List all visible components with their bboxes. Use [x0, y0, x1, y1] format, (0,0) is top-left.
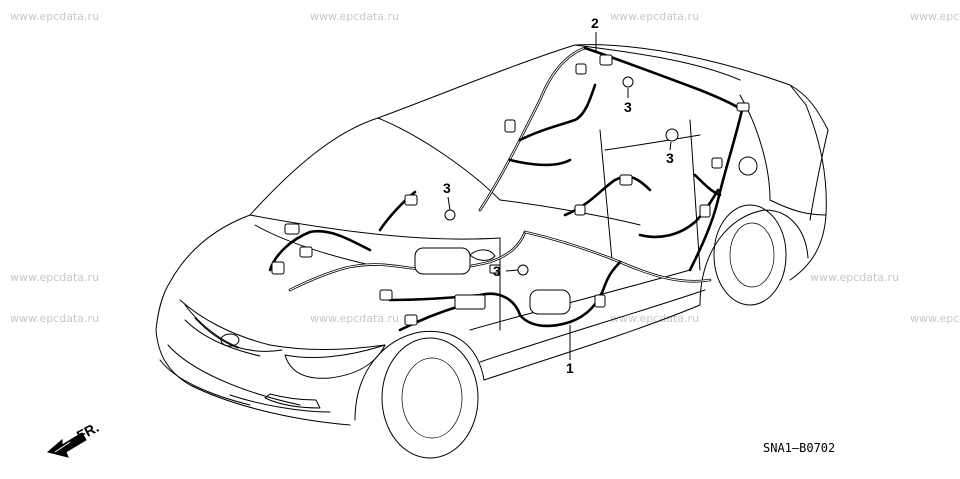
- connector: [284, 223, 300, 235]
- connector: [599, 54, 613, 66]
- connector: [711, 157, 723, 169]
- connector: [404, 314, 418, 326]
- watermark-partial: www.epc: [910, 312, 959, 325]
- watermark: www.epcdata.ru: [10, 312, 99, 325]
- car-body-outline: [155, 44, 829, 459]
- junction-box: [414, 247, 471, 275]
- clip-fastener: [517, 264, 529, 276]
- connector: [489, 264, 501, 274]
- connector: [575, 63, 587, 75]
- clip-fastener: [622, 76, 634, 88]
- diagram-code: SNA1—B0702: [763, 441, 835, 455]
- callout-clip: 3: [493, 263, 501, 279]
- wire-harness-main: [268, 46, 744, 332]
- callout-clip: 3: [624, 99, 632, 115]
- front-direction-arrow: FR.: [46, 419, 101, 458]
- watermark: www.epcdata.ru: [310, 10, 399, 23]
- watermark: www.epcdata.ru: [10, 271, 99, 284]
- connector: [736, 102, 750, 112]
- connector: [504, 119, 516, 133]
- connector: [404, 194, 418, 206]
- watermark: www.epcdata.ru: [10, 10, 99, 23]
- connector: [699, 204, 711, 218]
- connector: [271, 261, 285, 275]
- harness-connectors: [271, 54, 750, 326]
- watermark: www.epcdata.ru: [310, 312, 399, 325]
- watermark-partial: www.epc: [910, 10, 959, 23]
- connector: [574, 204, 586, 216]
- callouts: 2 1 3 3 3 3: [443, 15, 674, 376]
- connector: [299, 246, 313, 258]
- callout-harness-roof: 2: [591, 15, 599, 31]
- connector: [379, 289, 393, 301]
- callout-clip: 3: [666, 150, 674, 166]
- watermark: www.epcdata.ru: [610, 312, 699, 325]
- connector: [619, 174, 633, 186]
- connector: [594, 294, 606, 308]
- clip-fastener: [444, 209, 456, 221]
- callout-harness-main: 1: [566, 360, 574, 376]
- callout-clip: 3: [443, 180, 451, 196]
- junction-box: [454, 294, 486, 310]
- junction-box: [529, 289, 571, 315]
- watermark: www.epcdata.ru: [610, 10, 699, 23]
- watermark-layer: www.epcdata.ru www.epcdata.ru www.epcdat…: [10, 10, 959, 325]
- clip-fastener: [665, 128, 679, 142]
- watermark: www.epcdata.ru: [810, 271, 899, 284]
